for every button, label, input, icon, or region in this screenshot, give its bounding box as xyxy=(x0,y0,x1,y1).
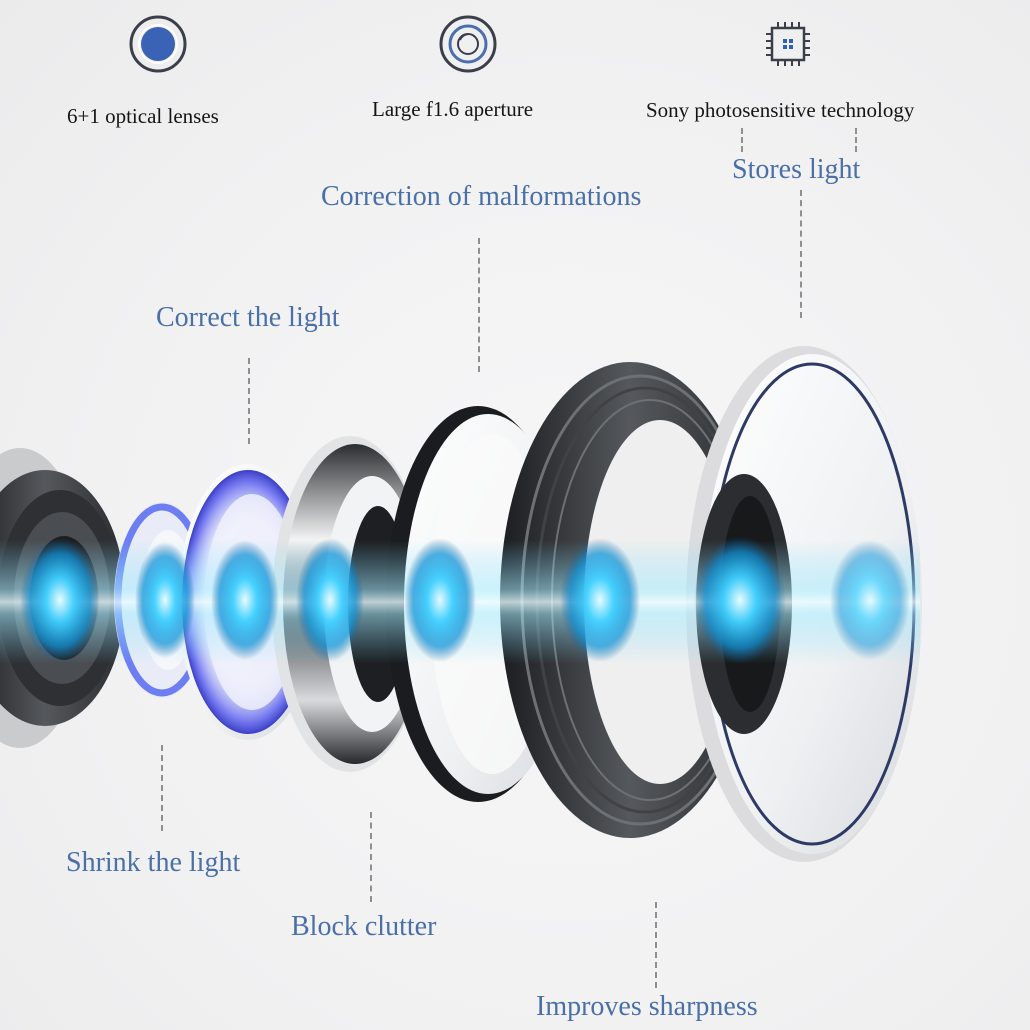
light-beam xyxy=(0,536,920,664)
callout-sharpness: Improves sharpness xyxy=(536,991,758,1022)
aperture-icon xyxy=(439,15,497,73)
callout-correction: Correction of malformations xyxy=(321,181,642,212)
callout-correct-light: Correct the light xyxy=(156,302,340,333)
leader-sharpness xyxy=(655,902,657,988)
sensor-glass xyxy=(686,346,922,862)
callout-stores-light: Stores light xyxy=(732,154,861,185)
lens-circle-icon xyxy=(129,15,187,73)
leader-block-clutter xyxy=(370,812,372,902)
callout-block-clutter: Block clutter xyxy=(291,911,437,942)
feature-label-sensor: Sony photosensitive technology xyxy=(646,98,915,122)
leader-shrink-light xyxy=(161,745,163,831)
leader-sensor-right xyxy=(855,128,857,152)
leader-sensor-left xyxy=(741,128,743,152)
feature-label-lenses: 6+1 optical lenses xyxy=(67,104,219,128)
leader-correction xyxy=(478,238,480,372)
chip-icon xyxy=(766,22,810,66)
callout-shrink-light: Shrink the light xyxy=(66,847,241,878)
leader-correct-light xyxy=(248,358,250,444)
leader-stores-light xyxy=(800,190,802,318)
feature-label-aperture: Large f1.6 aperture xyxy=(372,97,534,121)
